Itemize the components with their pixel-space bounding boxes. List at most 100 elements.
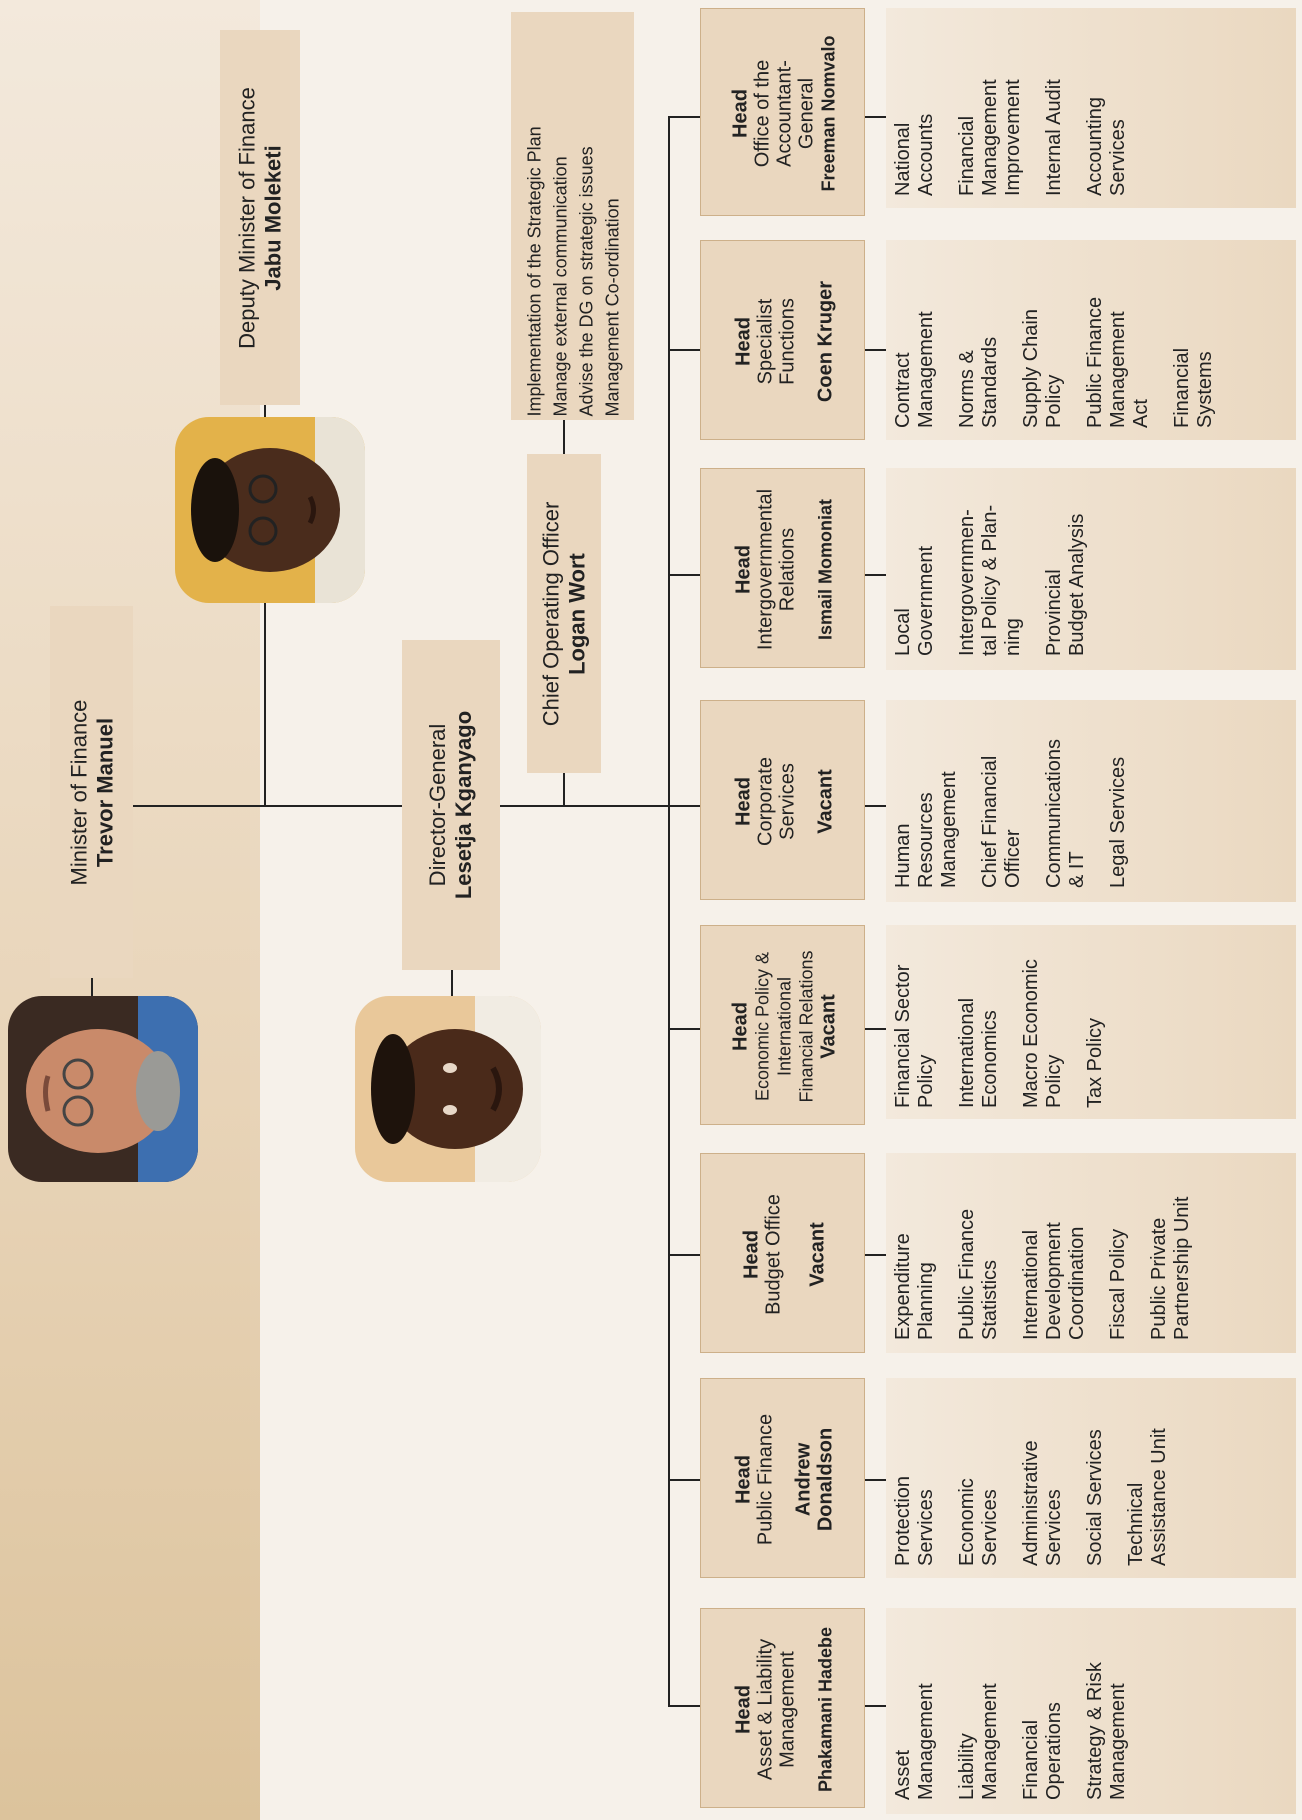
- subunits-panel-intergovernmental: [886, 468, 1296, 670]
- panel-stub-3: [864, 1254, 886, 1256]
- subunit-line: Development: [1043, 1222, 1065, 1340]
- deputy-photo: [175, 417, 365, 603]
- subunit-line: Policy: [1043, 1054, 1065, 1108]
- subunit-line: Asset: [892, 1749, 914, 1800]
- coo-name: Logan Wort: [564, 552, 589, 675]
- panel-stub-4: [864, 1028, 886, 1030]
- subunit-line: International: [956, 997, 978, 1108]
- division-name: Accountant-: [772, 59, 795, 167]
- head-label: Head: [731, 316, 754, 366]
- connector-stub-3: [668, 1254, 700, 1256]
- subunit-line: Financial: [956, 115, 978, 196]
- subunit-line: Liability: [956, 1733, 978, 1800]
- subunit-line: Expenditure: [892, 1233, 914, 1340]
- subunit-line: Improvement: [1002, 79, 1024, 196]
- subunit-line: Government: [915, 545, 937, 656]
- connector-stub-4: [668, 1028, 700, 1030]
- deputy-name: Jabu Moleketi: [260, 144, 285, 291]
- subunit-line: Public Finance: [956, 1208, 978, 1340]
- subunit-line: Contract: [892, 352, 914, 428]
- division-person: Vacant: [816, 993, 839, 1059]
- division-name: International: [773, 976, 794, 1076]
- division-name: Corporate: [753, 756, 776, 846]
- coo-title: Chief Operating Officer: [538, 501, 563, 726]
- division-person: Andrew: [791, 1442, 814, 1516]
- division-name: Economic Policy &: [751, 951, 772, 1101]
- subunit-line: Legal Services: [1107, 756, 1129, 888]
- subunit-line: Management: [979, 1683, 1001, 1800]
- subunit-line: Officer: [1002, 829, 1024, 888]
- subunit-item: Norms &Standards: [956, 337, 1002, 428]
- subunit-line: Act: [1130, 399, 1152, 428]
- division-person: Ismail Momoniat: [814, 498, 835, 640]
- division-name: Relations: [775, 527, 798, 611]
- panel-stub-8: [864, 116, 886, 118]
- subunit-line: Partnership Unit: [1171, 1196, 1193, 1340]
- strategy-item: Manage external communication: [549, 155, 570, 416]
- division-name: Asset & Liability: [753, 1638, 776, 1780]
- subunit-item: Internal Audit: [1043, 79, 1066, 196]
- subunits-panel-economic-policy: [886, 925, 1296, 1119]
- subunits-panel-corporate-services: [886, 700, 1296, 902]
- minister-name: Trevor Manuel: [91, 717, 117, 867]
- head-label: Head: [731, 1684, 754, 1734]
- division-head-corporate-services: Head Corporate Services Vacant: [700, 700, 865, 900]
- subunit-line: & IT: [1066, 851, 1088, 888]
- division-person: Freeman Nomvalo: [817, 34, 838, 192]
- subunit-line: Management: [915, 1683, 937, 1800]
- subunit-line: Statistics: [979, 1259, 1001, 1340]
- coo-box: Chief Operating Officer Logan Wort: [527, 454, 601, 773]
- connector-main-h: [130, 805, 670, 807]
- subunit-line: Economics: [979, 1010, 1001, 1108]
- subunits-panel-budget-office: [886, 1153, 1296, 1353]
- dg-box: Director-General Lesetja Kganyago: [402, 640, 500, 970]
- subunit-line: Management: [1107, 311, 1129, 428]
- panel-stub-2: [864, 1479, 886, 1481]
- subunit-line: Norms &: [956, 350, 978, 428]
- division-person: Phakamani Hadebe: [814, 1626, 835, 1792]
- division-head-budget-office: Head Budget Office Vacant: [700, 1153, 865, 1353]
- subunit-line: National: [892, 122, 914, 196]
- subunit-line: Economic: [956, 1478, 978, 1566]
- panel-stub-6: [864, 574, 886, 576]
- panel-stub-1: [864, 1705, 886, 1707]
- subunit-line: Management: [915, 311, 937, 428]
- subunit-line: Services: [1107, 119, 1129, 196]
- subunit-line: Financial Sector: [892, 964, 914, 1108]
- subunit-line: Services: [1043, 1489, 1065, 1566]
- subunit-line: Chief Financial: [979, 755, 1001, 888]
- subunit-line: Tax Policy: [1084, 1017, 1106, 1108]
- subunit-line: Financial: [1171, 347, 1193, 428]
- subunit-line: Administrative: [1020, 1440, 1042, 1566]
- subunit-line: Financial: [1020, 1719, 1042, 1800]
- division-head-specialist-functions: Head Specialist Functions Coen Kruger: [700, 240, 865, 440]
- subunit-line: Resources: [915, 792, 937, 888]
- subunit-item: Social Services: [1084, 1429, 1107, 1566]
- head-label: Head: [728, 1001, 751, 1051]
- minister-photo: [8, 996, 198, 1182]
- subunit-line: Internal Audit: [1043, 79, 1065, 196]
- subunit-line: Policy: [915, 1054, 937, 1108]
- subunits-panel-public-finance: [886, 1378, 1296, 1578]
- division-person: Coen Kruger: [813, 280, 836, 402]
- minister-title: Minister of Finance: [65, 699, 91, 885]
- subunit-item: Fiscal Policy: [1107, 1229, 1130, 1340]
- division-name: General: [794, 77, 817, 149]
- connector-stub-5: [668, 805, 700, 807]
- subunits-panel-accountant-general: [886, 8, 1296, 208]
- division-head-intergovernmental: Head Intergovernmental Relations Ismail …: [700, 468, 865, 668]
- subunit-line: Services: [979, 1489, 1001, 1566]
